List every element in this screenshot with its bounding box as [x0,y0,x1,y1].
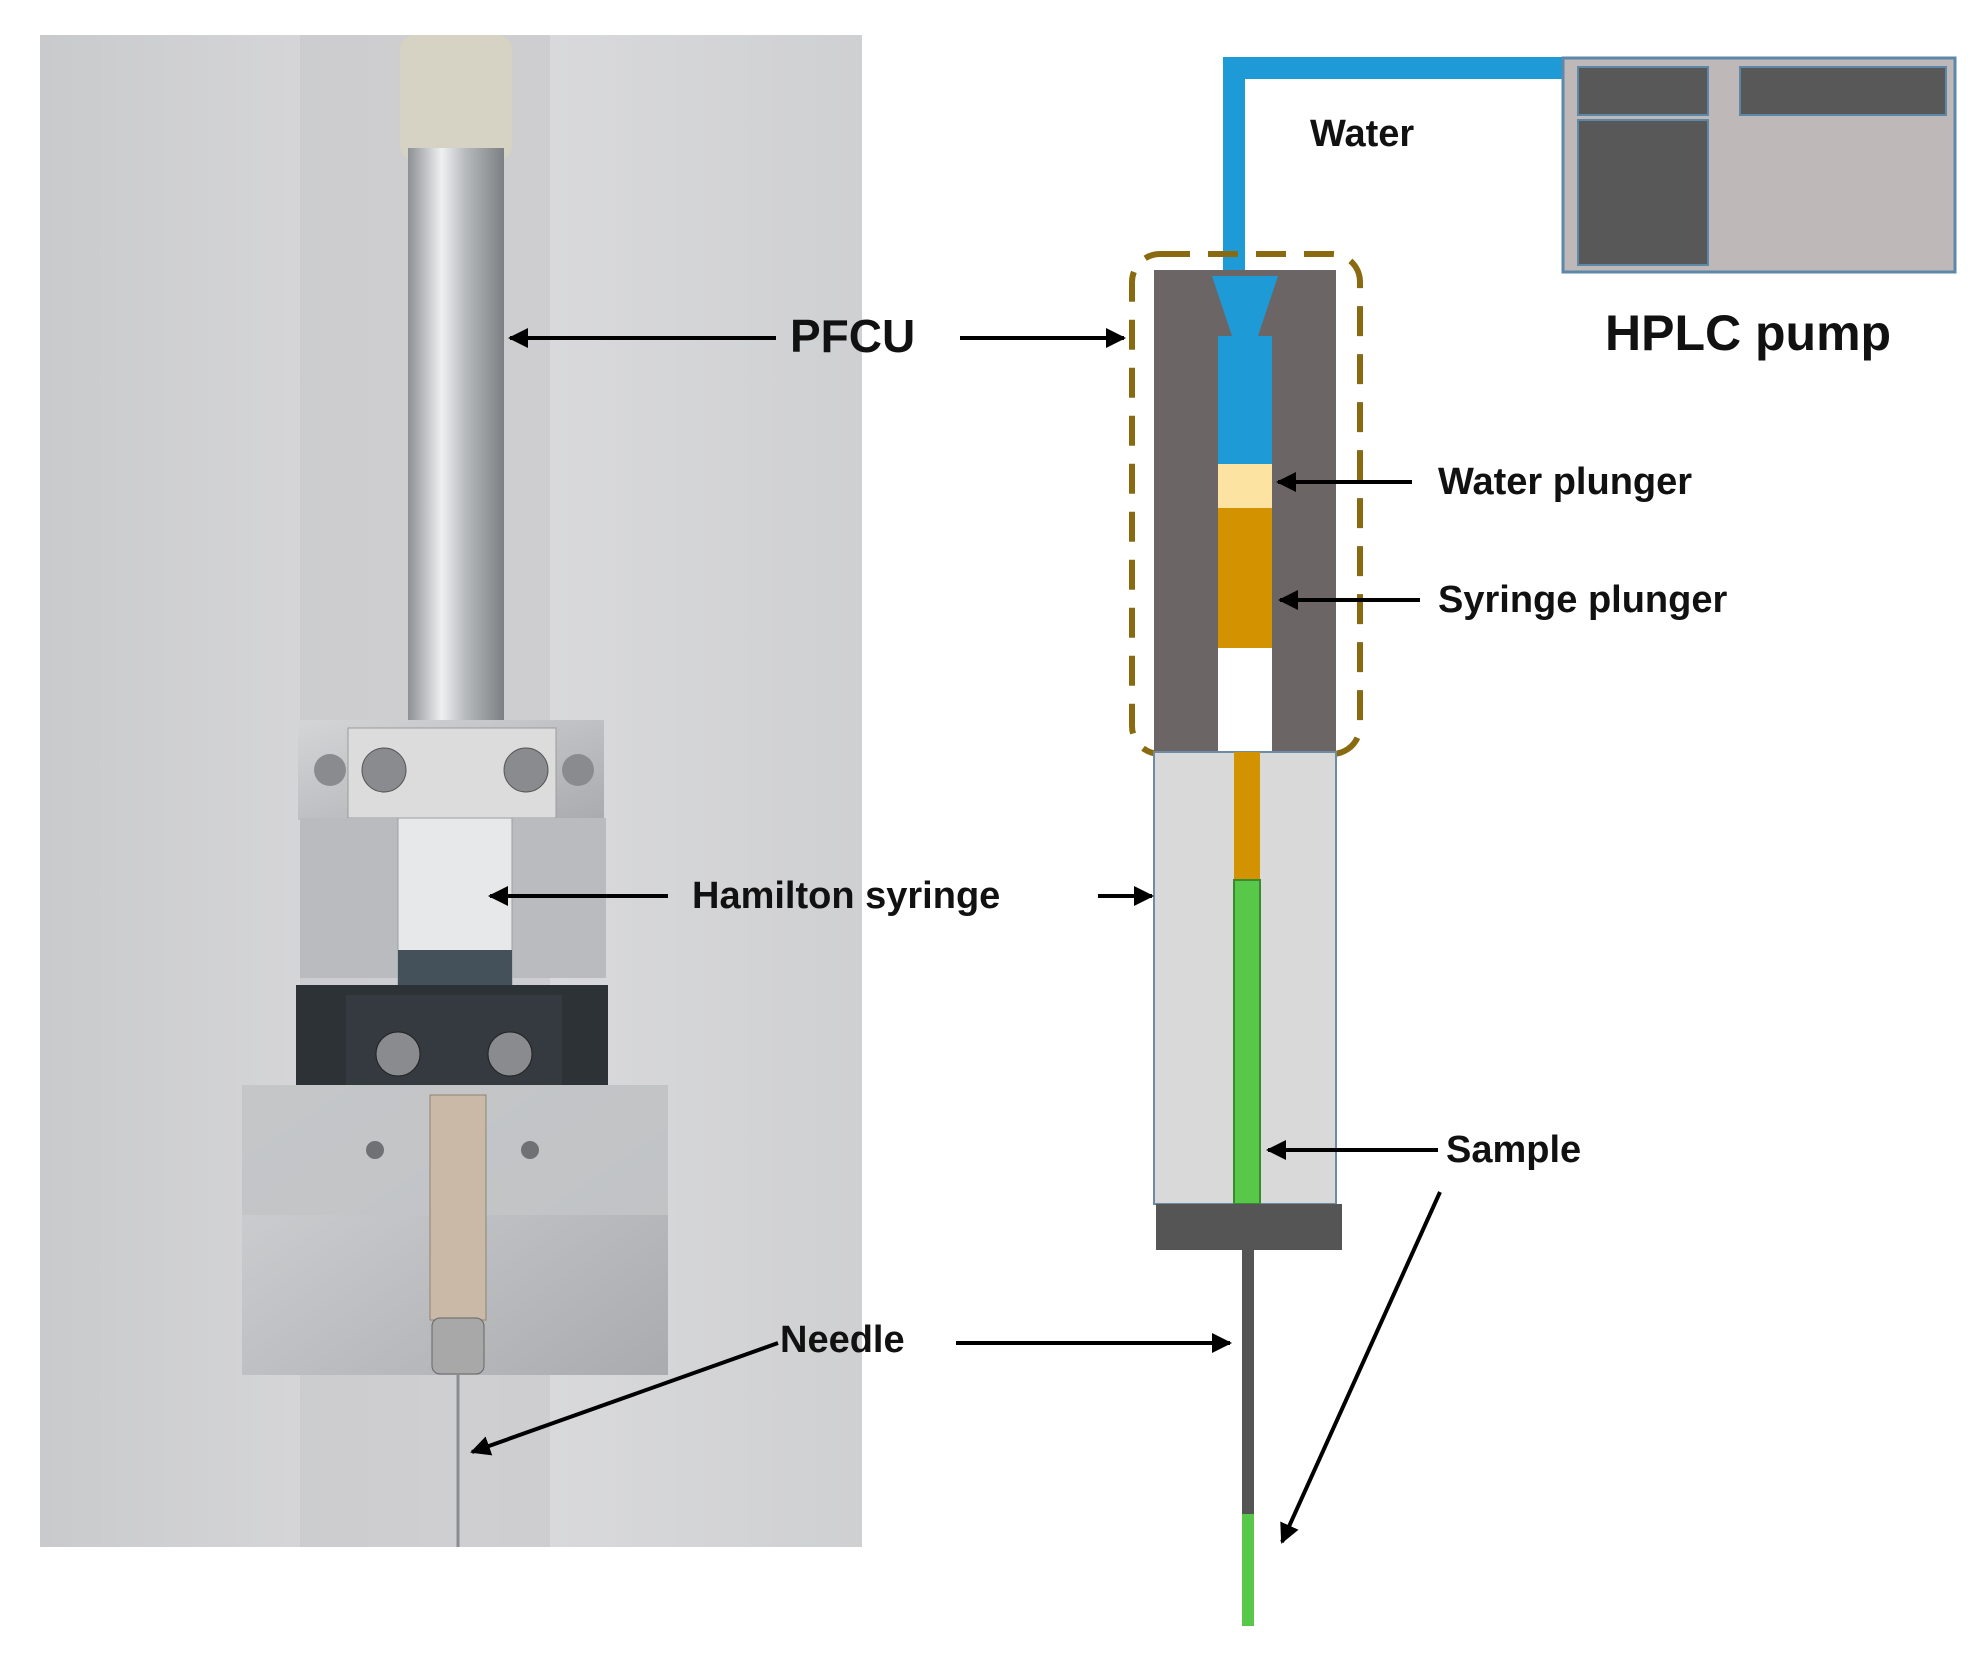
arrow-needle-photo [470,1341,779,1456]
schematic [1129,56,1957,1626]
label-water: Water [1310,113,1414,155]
upper-screw-4 [562,754,594,786]
label-sample: Sample [1446,1129,1581,1171]
arrows [470,328,1442,1544]
labels: PFCU Water HPLC pump Water plunger Syrin… [692,113,1891,1361]
block-screw-2 [521,1141,539,1159]
pfcu-rod [408,148,504,728]
syringe-plunger-block [1218,508,1272,648]
syringe-hub-photo [431,1317,485,1375]
syringe-base [1156,1204,1342,1250]
water-inlet-funnel [1212,276,1278,336]
needle-schematic [1242,1250,1254,1514]
syringe-barrel-liquid [398,950,512,990]
clamp-screw-1 [375,1031,421,1077]
label-hamilton-syringe: Hamilton syringe [692,875,1000,917]
water-plunger-block [1218,464,1272,508]
needle-sample-tip [1242,1514,1254,1626]
upper-screw-1 [361,747,407,793]
water-chamber [1218,336,1272,464]
label-needle: Needle [780,1319,905,1361]
sample-column [1233,879,1261,1205]
upper-screw-2 [503,747,549,793]
label-pfcu: PFCU [790,310,915,362]
pfcu-schematic [1154,270,1336,752]
pump-panel-1 [1577,66,1709,116]
label-hplc-pump: HPLC pump [1605,305,1891,361]
plunger-rod [1234,752,1260,880]
water-line [1223,57,1570,276]
hplc-pump-box [1561,56,1957,274]
upper-screw-3 [314,754,346,786]
pump-panel-3 [1577,119,1709,266]
clamp-screw-2 [487,1031,533,1077]
rod-cap [400,35,512,160]
photo [40,35,862,1547]
syringe-body-photo [429,1094,487,1321]
pfcu-bore [1218,648,1272,752]
pump-panel-2 [1739,66,1947,116]
arrow-sample-needle [1280,1191,1442,1544]
label-water-plunger: Water plunger [1438,461,1692,503]
label-syringe-plunger: Syringe plunger [1438,579,1727,621]
block-screw-1 [366,1141,384,1159]
